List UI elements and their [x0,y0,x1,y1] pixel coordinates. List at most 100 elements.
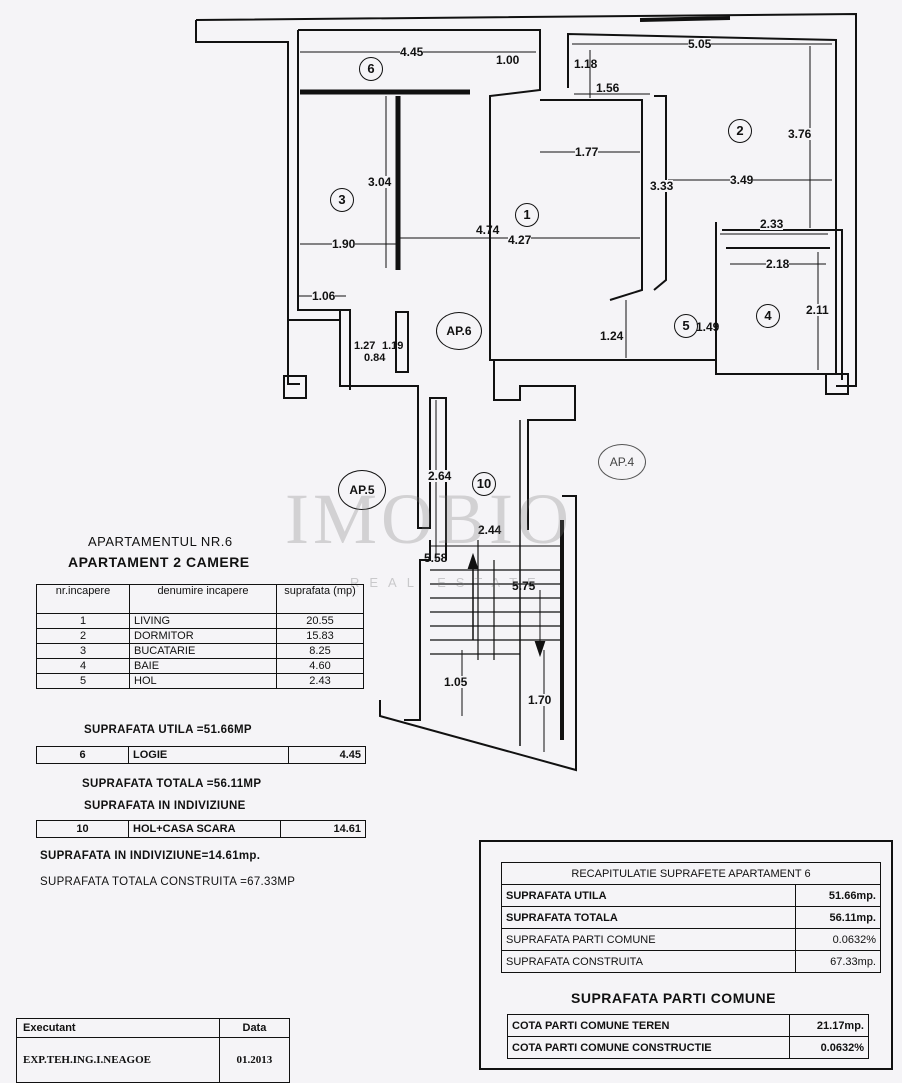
apartment-tag-ap5: AP.5 [338,470,386,510]
common-parts-title: SUPRAFATA PARTI COMUNE [571,990,776,1006]
dimension-label: 2.44 [478,523,502,537]
dimension-label: 2.11 [806,303,829,317]
recap-value: 67.33mp. [795,950,881,973]
recap-title: RECAPITULATIE SUPRAFETE APARTAMENT 6 [501,862,881,885]
common-value: 0.0632% [789,1036,869,1059]
table-row: COTA PARTI COMUNE TEREN 21.17mp. [507,1014,869,1037]
apartment-tag-ap4: AP.4 [598,444,646,480]
dimension-label: 5.58 [424,551,448,565]
recap-value: 56.11mp. [795,906,881,929]
room-marker-4: 4 [756,304,780,328]
dimension-label: 4.74 [476,223,500,237]
common-label: COTA PARTI COMUNE TEREN [507,1014,790,1037]
apartment-tag-ap6: AP.6 [436,312,482,350]
room-name: LIVING [129,613,277,629]
executant-row: EXP.TEH.ING.I.NEAGOE 01.2013 [16,1037,291,1083]
dimension-label: 1.77 [575,145,599,159]
executant-table: Executant Data EXP.TEH.ING.I.NEAGOE 01.2… [16,1018,291,1083]
indiviziune-line: SUPRAFATA IN INDIVIZIUNE=14.61mp. [40,850,261,862]
common-area: 14.61 [333,823,361,835]
common-nr: 10 [37,821,129,837]
recap-value: 0.0632% [795,928,881,951]
header-area: suprafata (mp) [276,584,364,614]
room-name: DORMITOR [129,628,277,644]
table-row: COTA PARTI COMUNE CONSTRUCTIE 0.0632% [507,1036,869,1059]
rooms-table: nr.incapere denumire incapere suprafata … [36,584,364,689]
table-row: 1 LIVING 20.55 [36,613,364,629]
room-area: 20.55 [276,613,364,629]
dimension-label: 3.04 [368,175,392,189]
dimension-label: 0.84 [364,352,386,364]
dimension-label: 1.19 [382,340,404,352]
room-marker-2: 2 [728,119,752,143]
usable-area-line: SUPRAFATA UTILA =51.66MP [84,724,252,736]
dimension-label: 1.18 [574,57,598,71]
header-nr: nr.incapere [36,584,130,614]
dimension-label: 3.33 [650,179,674,193]
rooms-table-header: nr.incapere denumire incapere suprafata … [36,584,364,614]
loggia-area: 4.45 [339,749,361,761]
dimension-label: 4.45 [400,45,424,59]
loggia-row: 6 LOGIE 4.45 [36,746,366,764]
room-area: 15.83 [276,628,364,644]
dimension-label: 1.70 [528,693,552,707]
room-marker-6: 6 [359,57,383,81]
room-area: 2.43 [276,673,364,689]
date-header-label: Data [218,1018,291,1038]
dimension-label: 1.00 [496,53,520,67]
table-row: SUPRAFATA CONSTRUITA 67.33mp. [501,950,881,973]
table-row: 4 BAIE 4.60 [36,658,364,674]
watermark-brand: IMOBIO [285,479,573,559]
dimension-label: 5.05 [688,37,712,51]
room-nr: 4 [36,658,130,674]
dimension-label: 2.64 [428,469,452,483]
executant-name: EXP.TEH.ING.I.NEAGOE [16,1037,220,1083]
executant-header-label: Executant [16,1018,220,1038]
dimension-label: 5.75 [512,579,536,593]
common-label: COTA PARTI COMUNE CONSTRUCTIE [507,1036,790,1059]
dimension-label: 4.27 [508,233,532,247]
dimension-label: 2.33 [760,217,784,231]
apartment-subtitle: APARTAMENT 2 CAMERE [68,554,250,570]
common-name: HOL+CASA SCARA [129,821,281,837]
dimension-label: 3.49 [730,173,754,187]
executant-date: 01.2013 [218,1037,291,1083]
room-name: BAIE [129,658,277,674]
room-name: HOL [129,673,277,689]
executant-header: Executant Data [16,1018,291,1038]
room-marker-3: 3 [330,188,354,212]
recap-label: SUPRAFATA PARTI COMUNE [501,928,796,951]
dimension-label: 1.05 [444,675,468,689]
dimension-label: 3.76 [788,127,812,141]
room-area: 8.25 [276,643,364,659]
loggia-nr: 6 [37,747,129,763]
room-nr: 5 [36,673,130,689]
recap-label: SUPRAFATA TOTALA [501,906,796,929]
room-area: 4.60 [276,658,364,674]
floor-plan [195,12,857,772]
common-parts-table: COTA PARTI COMUNE TEREN 21.17mp. COTA PA… [507,1014,869,1059]
room-name: BUCATARIE [129,643,277,659]
dimension-label: 2.18 [766,257,790,271]
room-nr: 1 [36,613,130,629]
table-row: SUPRAFATA UTILA 51.66mp. [501,884,881,907]
recap-table: RECAPITULATIE SUPRAFETE APARTAMENT 6 SUP… [501,862,881,973]
recap-label: SUPRAFATA UTILA [501,884,796,907]
recap-box: RECAPITULATIE SUPRAFETE APARTAMENT 6 SUP… [479,840,893,1070]
recap-title-row: RECAPITULATIE SUPRAFETE APARTAMENT 6 [501,862,881,885]
common-row: 10 HOL+CASA SCARA 14.61 [36,820,366,838]
loggia-name: LOGIE [129,747,289,763]
recap-label: SUPRAFATA CONSTRUITA [501,950,796,973]
watermark-subtitle: REAL ESTATE [350,575,546,590]
table-row: 5 HOL 2.43 [36,673,364,689]
table-row: 3 BUCATARIE 8.25 [36,643,364,659]
table-row: 2 DORMITOR 15.83 [36,628,364,644]
room-marker-5: 5 [674,314,698,338]
header-name: denumire incapere [129,584,277,614]
recap-value: 51.66mp. [795,884,881,907]
table-row: SUPRAFATA PARTI COMUNE 0.0632% [501,928,881,951]
common-value: 21.17mp. [789,1014,869,1037]
room-marker-1: 1 [515,203,539,227]
table-row: SUPRAFATA TOTALA 56.11mp. [501,906,881,929]
room-nr: 3 [36,643,130,659]
